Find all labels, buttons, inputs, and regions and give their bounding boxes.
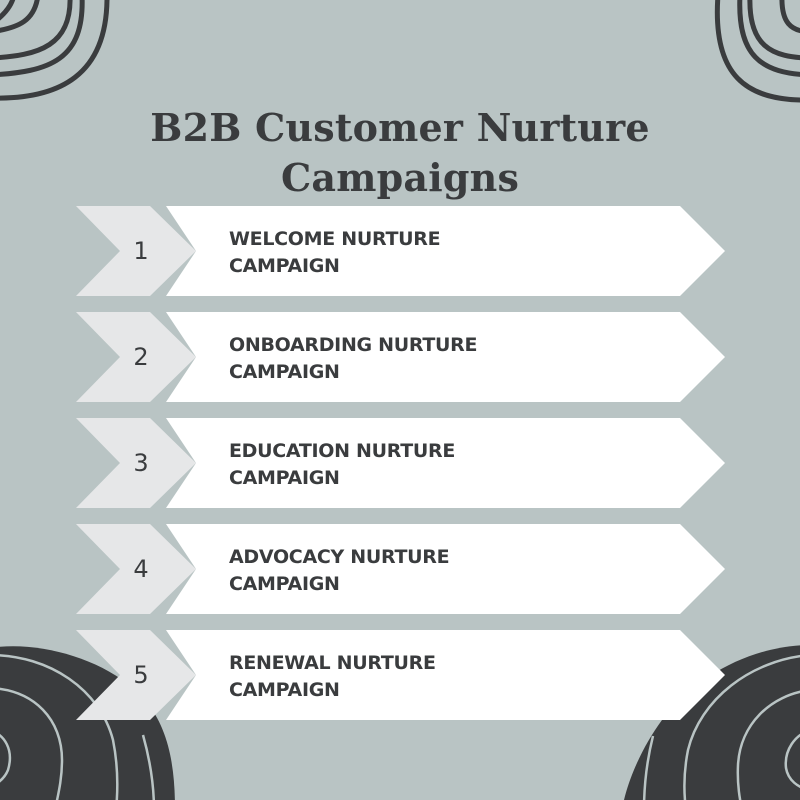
step-number: 5 xyxy=(133,661,149,689)
step-item: 3 EDUCATION NURTURE CAMPAIGN xyxy=(0,418,800,508)
step-chevron-arrow-icon xyxy=(76,524,725,614)
step-label: ONBOARDING NURTURE CAMPAIGN xyxy=(229,334,478,383)
step-item: 5 RENEWAL NURTURE CAMPAIGN xyxy=(0,630,800,720)
step-item: 2 ONBOARDING NURTURE CAMPAIGN xyxy=(0,312,800,402)
step-number: 2 xyxy=(133,343,149,371)
step-number: 1 xyxy=(133,237,149,265)
title-line-2: Campaigns xyxy=(280,155,520,201)
step-chevron-arrow-icon xyxy=(76,418,725,508)
step-label: WELCOME NURTURE CAMPAIGN xyxy=(229,228,441,277)
step-chevron-arrow-icon xyxy=(76,206,725,296)
step-label: EDUCATION NURTURE CAMPAIGN xyxy=(229,440,456,489)
step-item: 1 WELCOME NURTURE CAMPAIGN xyxy=(0,206,800,296)
step-label: ADVOCACY NURTURE CAMPAIGN xyxy=(229,546,450,595)
step-chevron-arrow-icon xyxy=(76,312,725,402)
title-line-1: B2B Customer Nurture xyxy=(150,105,650,151)
page-title: B2B Customer Nurture Campaigns xyxy=(0,103,800,203)
step-item: 4 ADVOCACY NURTURE CAMPAIGN xyxy=(0,524,800,614)
step-number: 4 xyxy=(133,555,149,583)
step-chevron-arrow-icon xyxy=(76,630,725,720)
step-label: RENEWAL NURTURE CAMPAIGN xyxy=(229,652,436,701)
step-number: 3 xyxy=(133,449,149,477)
